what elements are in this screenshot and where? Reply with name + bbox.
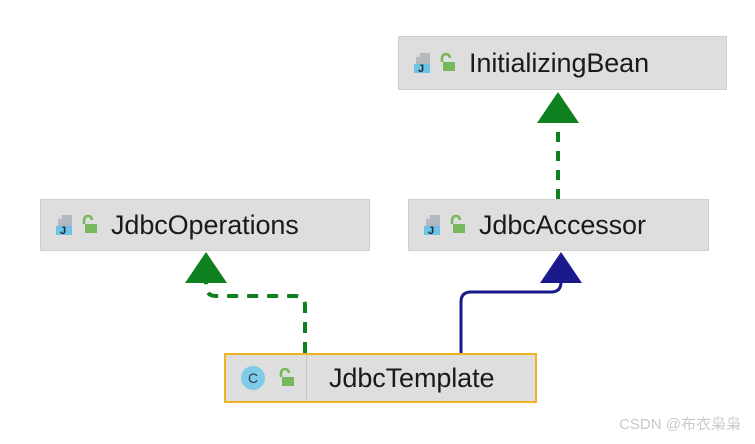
edge-template-implements-operations: [185, 252, 307, 353]
green-open-padlock-icon: [447, 214, 467, 236]
node-label: JdbcOperations: [111, 209, 299, 240]
edge-template-extends-accessor: [459, 252, 582, 353]
node-icon-group: J: [53, 212, 99, 238]
java-interface-icon: J: [421, 212, 447, 238]
svg-text:J: J: [418, 63, 424, 75]
green-open-padlock-icon: [79, 214, 99, 236]
svg-text:J: J: [60, 225, 66, 237]
node-icon-group: J: [411, 50, 457, 76]
svg-text:J: J: [428, 225, 434, 237]
node-jdbc-accessor[interactable]: J JdbcAccessor: [408, 199, 709, 251]
java-interface-icon: J: [411, 50, 437, 76]
node-label: JdbcTemplate: [329, 362, 495, 393]
green-open-padlock-icon: [437, 52, 457, 74]
java-interface-icon: J: [53, 212, 79, 238]
node-initializing-bean[interactable]: J InitializingBean: [398, 36, 727, 90]
svg-text:C: C: [248, 370, 258, 386]
node-icon-group: J: [421, 212, 467, 238]
node-label: InitializingBean: [469, 47, 650, 78]
node-jdbc-operations[interactable]: J JdbcOperations: [40, 199, 370, 251]
node-separator: [306, 355, 307, 401]
node-label: JdbcAccessor: [479, 209, 646, 240]
node-jdbc-template[interactable]: C JdbcTemplate: [224, 353, 537, 403]
java-class-icon: C: [240, 365, 266, 391]
node-icon-group: C: [240, 365, 296, 391]
csdn-watermark: CSDN @布衣枭枭: [619, 416, 741, 433]
green-open-padlock-icon: [276, 367, 296, 389]
edge-accessor-implements-initializingbean: [537, 92, 579, 199]
